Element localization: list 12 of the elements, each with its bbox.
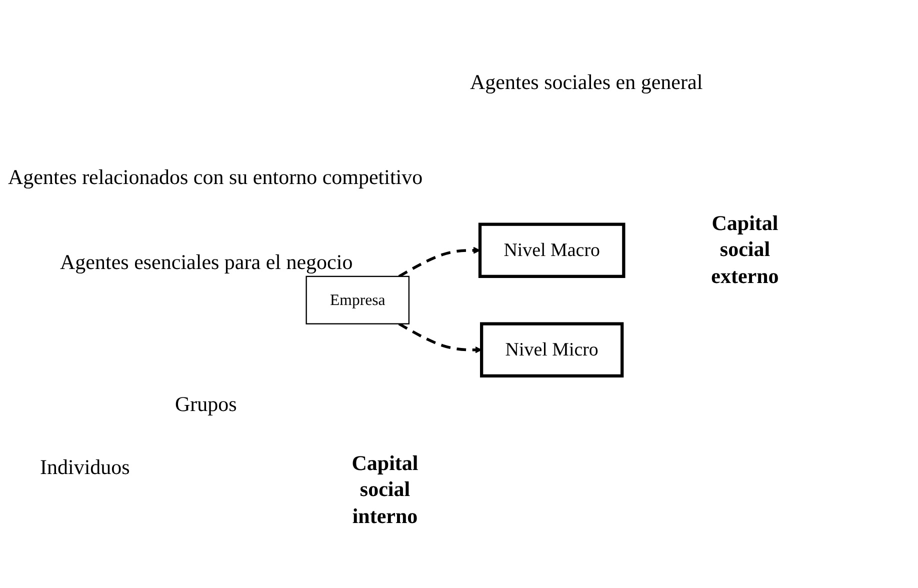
level-label: Agentes relacionados con su entorno competitivo (8, 165, 423, 190)
level-label: Individuos (40, 455, 130, 480)
capital-label: Capital social interno (350, 450, 420, 529)
level-label: Agentes esenciales para el negocio (60, 250, 353, 275)
arrow (398, 322, 482, 354)
node-box: Empresa (306, 276, 410, 324)
arrow (398, 246, 480, 278)
capital-label: Capital social externo (710, 210, 780, 289)
level-label: Agentes sociales en general (470, 70, 703, 95)
level-label: Grupos (175, 392, 237, 417)
node-box: Nivel Macro (478, 222, 626, 278)
node-box: Nivel Micro (480, 322, 624, 378)
